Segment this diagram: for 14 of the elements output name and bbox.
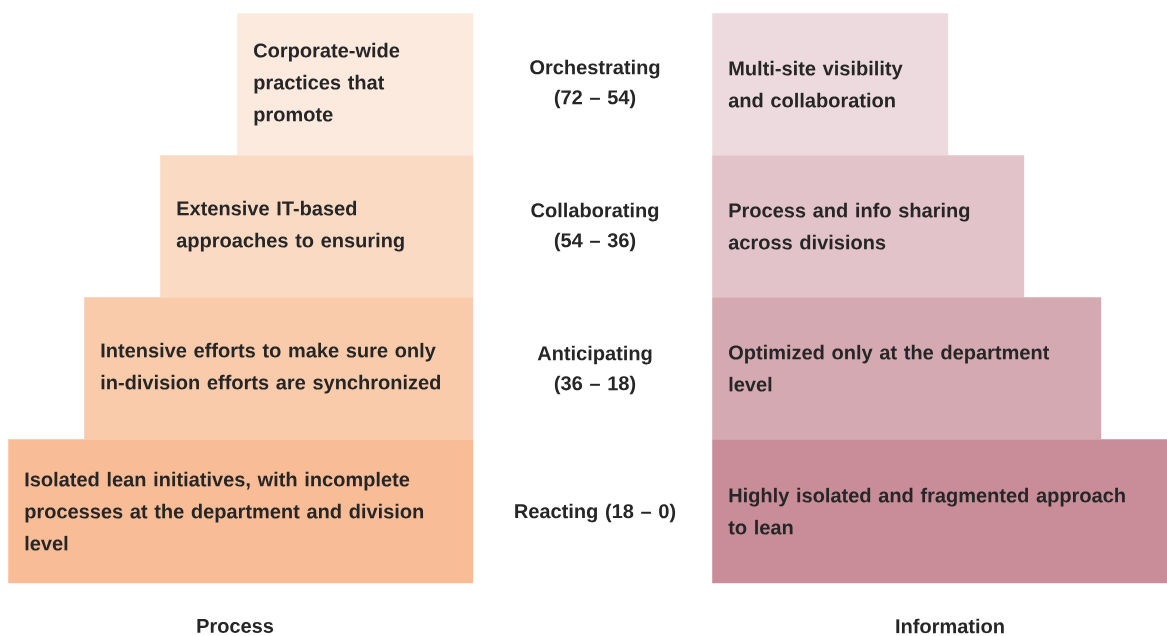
level-box: Optimized only at the department level <box>712 297 1102 440</box>
level-box: Highly isolated and fragmented approach to lean <box>712 439 1167 584</box>
column-label: Process <box>197 619 274 633</box>
level-label: Collaborating (54 – 36) <box>531 202 659 252</box>
level-label: Reacting (18 – 0) <box>515 503 676 523</box>
level-box: Corporate-wide practices that promote <box>237 13 474 156</box>
level-box: Intensive efforts to make sure only in-division efforts are synchronized <box>84 297 474 440</box>
level-box: Process and info sharing across divisions <box>712 155 1025 298</box>
level-box: Extensive IT-based approaches to ensuring <box>160 155 474 298</box>
level-label: Orchestrating (72 – 54) <box>530 59 660 109</box>
level-box: Multi-site visibility and collaboration <box>712 13 949 156</box>
column-label: Information <box>896 618 1004 634</box>
level-box: Isolated lean initiatives, with incomplete processes at the department and division level <box>8 439 474 584</box>
level-label: Anticipating (36 – 18) <box>537 345 652 395</box>
